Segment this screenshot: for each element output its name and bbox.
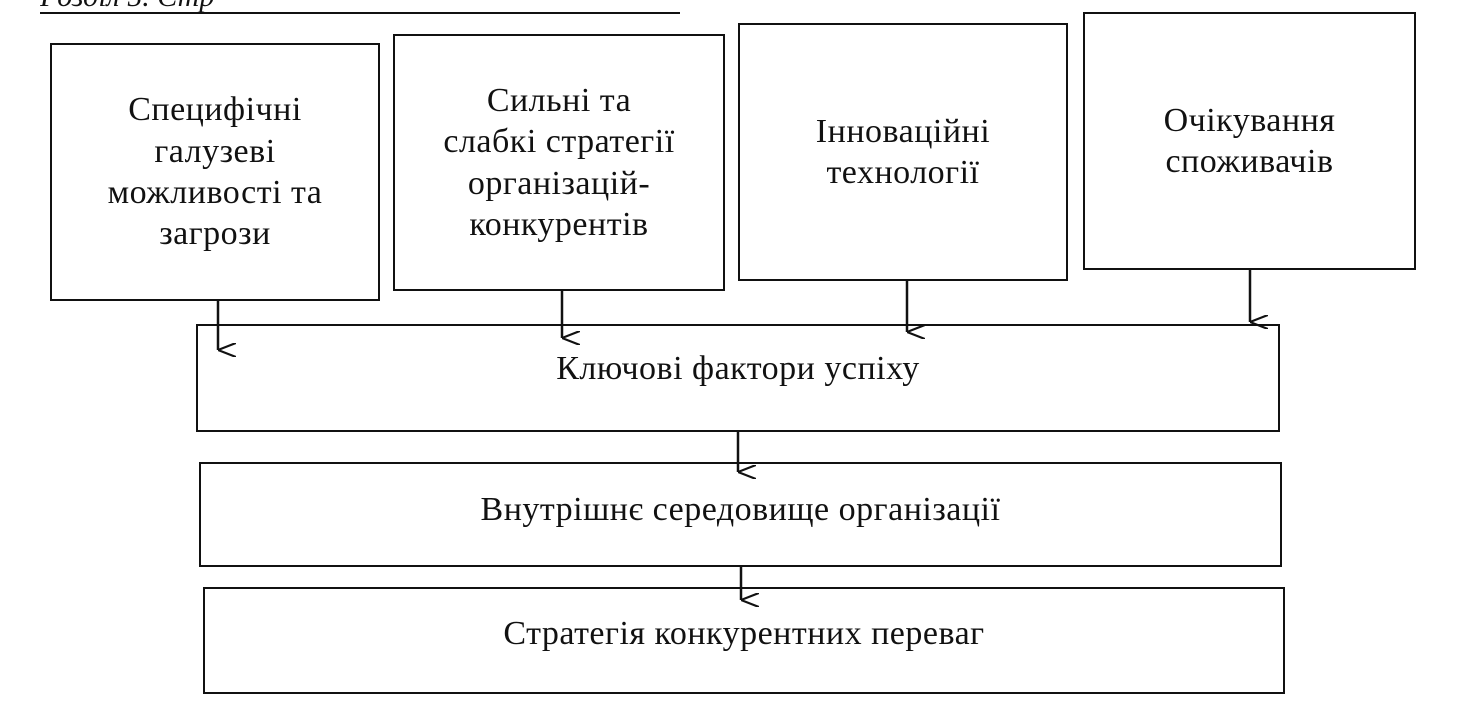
box-key-success-factors-label: Ключові фактори успіху: [556, 350, 920, 388]
box-internal-environment-label: Внутрішнє середовище організації: [480, 490, 1001, 528]
box-competitive-advantage-strategy: Стратегія конкурентних переваг: [203, 587, 1285, 694]
box-consumer-expectations-label: Очікування споживачів: [1163, 101, 1336, 180]
box-innovative-technologies: Інноваційні технології: [738, 23, 1068, 281]
box-key-success-factors: Ключові фактори успіху: [196, 324, 1280, 432]
box-competitive-advantage-strategy-label: Стратегія конкурентних переваг: [503, 614, 985, 652]
header-fragment: Розділ 5. Стр: [40, 0, 680, 14]
box-competitor-strategies-label: Сильні та слабкі стратегії організацій- …: [443, 81, 675, 243]
box-industry-opportunities: Специфічні галузеві можливості та загроз…: [50, 43, 380, 301]
box-competitor-strategies: Сильні та слабкі стратегії організацій- …: [393, 34, 725, 291]
box-internal-environment: Внутрішнє середовище організації: [199, 462, 1282, 567]
box-innovative-technologies-label: Інноваційні технології: [815, 112, 991, 191]
box-consumer-expectations: Очікування споживачів: [1083, 12, 1416, 270]
box-industry-opportunities-label: Специфічні галузеві можливості та загроз…: [107, 91, 323, 253]
